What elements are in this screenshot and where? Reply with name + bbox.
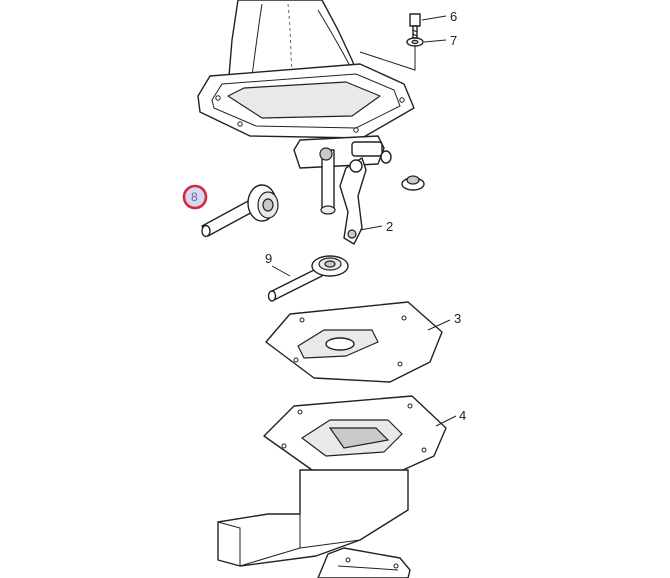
svg-text:9: 9 — [265, 251, 272, 266]
callout-2: 2 — [359, 219, 393, 234]
svg-text:7: 7 — [450, 33, 457, 48]
bolt-alignment-line — [359, 46, 416, 71]
shift-lever-bracket — [339, 157, 367, 245]
shifter-mechanism — [293, 135, 392, 215]
washer — [406, 37, 424, 47]
callout-4: 4 — [435, 408, 466, 427]
callout-3: 3 — [427, 311, 461, 331]
svg-text:3: 3 — [454, 311, 461, 326]
callout-8-highlighted[interactable]: 8 — [182, 184, 208, 210]
svg-text:2: 2 — [386, 219, 393, 234]
bushing-rod-9 — [267, 255, 349, 302]
callout-6: 6 — [421, 9, 457, 24]
svg-text:8: 8 — [191, 190, 198, 204]
gasket-plate — [265, 301, 443, 383]
callout-9: 9 — [265, 251, 291, 277]
bottom-clip-partial — [317, 547, 411, 578]
boot-bezel-frame — [197, 63, 415, 139]
svg-text:6: 6 — [450, 9, 457, 24]
callout-7: 7 — [423, 33, 457, 48]
shifter-housing — [217, 395, 447, 567]
mounting-bolt — [409, 13, 421, 39]
bushing-rod-8 — [201, 184, 279, 238]
grommet — [401, 175, 425, 191]
svg-text:4: 4 — [459, 408, 466, 423]
